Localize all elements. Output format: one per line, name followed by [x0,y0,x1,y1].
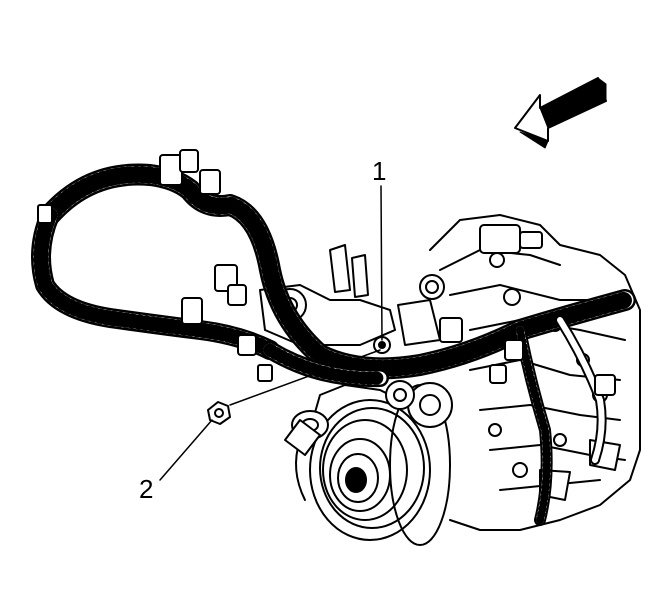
nut-2 [207,401,231,425]
callout-label-2: 2 [139,474,154,504]
callout-label-1: 1 [372,156,387,186]
idler-pulleys [385,380,453,428]
leader-line-1 [380,185,383,341]
leader-line-1-to-2 [229,349,381,406]
crankshaft-pulley [284,384,451,546]
front-direction-arrow-icon [514,77,607,149]
leader-lines [159,185,383,481]
harness-connectors [37,149,616,396]
leader-line-2 [159,419,213,481]
